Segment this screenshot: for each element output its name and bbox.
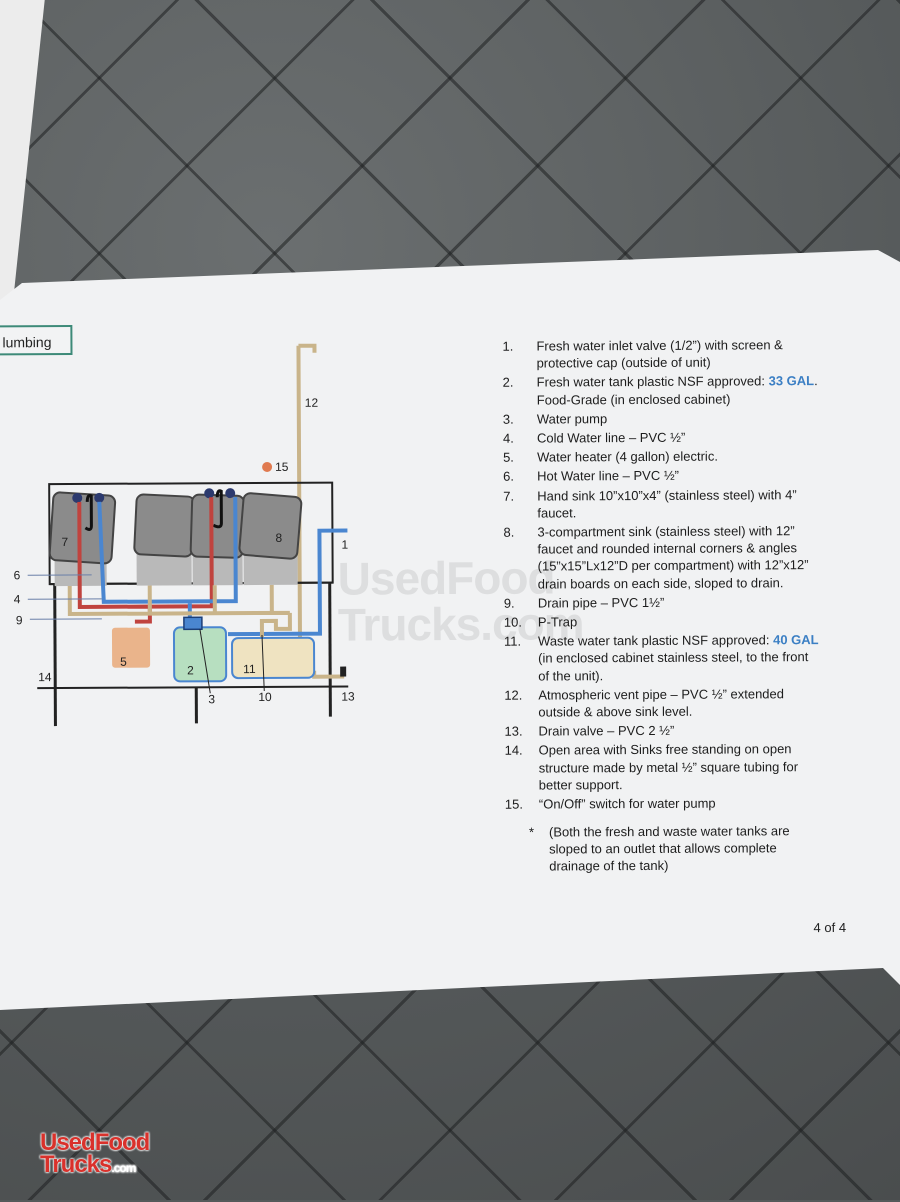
label-4: 4 [14,592,21,606]
label-11: 11 [243,662,256,676]
list-item: 15.“On/Off” switch for water pump [501,794,821,813]
label-2: 2 [187,663,194,677]
leg-left [55,584,56,726]
footnote-star: * [529,823,549,875]
label-7: 7 [61,535,68,549]
fresh-water-tank [174,627,226,681]
list-item: 9.Drain pipe – PVC 1½” [500,593,820,612]
label-8: 8 [275,531,282,545]
list-item: 14.Open area with Sinks free standing on… [501,741,821,794]
label-12: 12 [305,396,318,410]
sink-compartment-1 [134,494,196,586]
list-item: 3.Water pump [499,409,819,428]
valve-knob [204,488,214,498]
list-item: 6.Hot Water line – PVC ½” [499,466,819,485]
list-item: 1.Fresh water inlet valve (1/2”) with sc… [498,336,818,372]
base-frame [37,687,348,689]
label-6: 6 [14,568,21,582]
list-item: 7.Hand sink 10”x10”x4” (stainless steel)… [499,486,819,522]
label-14: 14 [38,670,51,684]
water-pump [184,617,202,629]
label-10: 10 [258,690,271,704]
label-3: 3 [208,692,215,706]
list-item: 4.Cold Water line – PVC ½” [499,428,819,447]
valve-knob [72,493,82,503]
list-item: 13.Drain valve – PVC 2 ½” [500,721,820,740]
label-13: 13 [341,690,354,704]
legend-list: 1.Fresh water inlet valve (1/2”) with sc… [498,336,820,815]
list-item: 2.Fresh water tank plastic NSF approved:… [499,372,819,408]
footnote-text: (Both the fresh and waste water tanks ar… [549,822,819,875]
list-item: 10.P-Trap [500,612,820,631]
pump-switch-icon [262,462,272,472]
page-number: 4 of 4 [813,920,846,935]
sink-compartment-3 [239,492,303,585]
list-item: 11.Waste water tank plastic NSF approved… [500,631,820,684]
sink-hand [49,492,116,586]
list-item: 8.3-compartment sink (stainless steel) w… [499,522,819,592]
site-logo: UsedFood Trucks.com [40,1132,160,1179]
label-15: 15 [275,460,288,474]
label-5: 5 [120,655,127,669]
valve-knob [225,488,235,498]
water-heater-tank [112,628,150,668]
leg-right [330,583,331,717]
footnote: * (Both the fresh and waste water tanks … [529,822,819,875]
list-item: 5.Water heater (4 gallon) electric. [499,447,819,466]
label-9: 9 [16,613,23,627]
list-item: 12.Atmospheric vent pipe – PVC ½” extend… [500,685,820,721]
label-1: 1 [341,538,348,552]
drain-valve [340,667,346,677]
valve-knob [94,493,104,503]
